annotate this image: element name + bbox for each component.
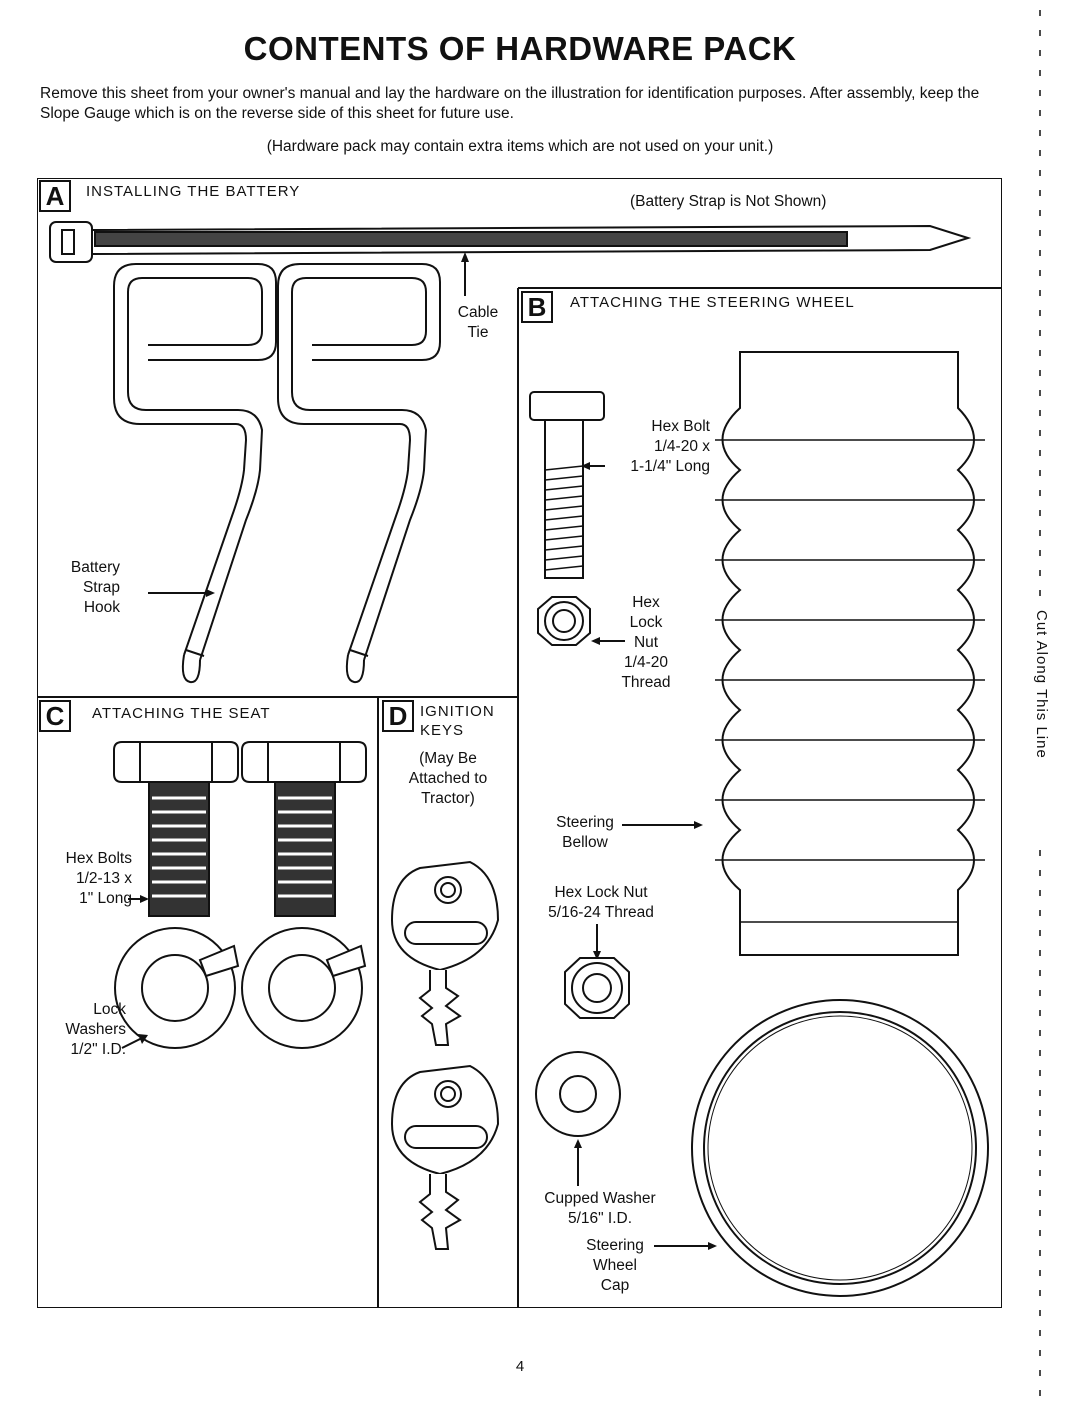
section-a-tag: A bbox=[39, 180, 71, 212]
bellow-label-line: Bellow bbox=[562, 834, 608, 851]
hardware-note: (Hardware pack may contain extra items w… bbox=[266, 138, 774, 155]
hex-bolt-seat-right bbox=[241, 741, 367, 917]
hook-label-line: Strap bbox=[82, 579, 120, 596]
hardware-frame bbox=[37, 178, 1002, 1308]
bolts-label-line: 1/2-13 x bbox=[75, 870, 132, 887]
section-b-tag: B bbox=[521, 291, 553, 323]
section-b-heading: ATTACHING THE STEERING WHEEL bbox=[570, 294, 855, 311]
keys-note-line: Attached to bbox=[408, 770, 488, 787]
bolts-label-line: Hex Bolts bbox=[65, 850, 132, 867]
cupped-washer bbox=[535, 1051, 621, 1137]
hex-bolt-label-line: 1/4-20 x bbox=[653, 438, 710, 455]
section-d-heading: IGNITION KEYS bbox=[420, 702, 495, 740]
hex-bolts-seat-label: Hex Bolts 1/2-13 x 1" Long bbox=[36, 849, 132, 909]
bellow-label-line: Steering bbox=[556, 814, 614, 831]
washer-label-line: 5/16" I.D. bbox=[567, 1210, 633, 1227]
lock-washer-right bbox=[241, 927, 367, 1049]
hex-bolt-seat-left bbox=[113, 741, 239, 917]
ignition-keys-note: (May Be Attached to Tractor) bbox=[384, 749, 512, 809]
hex-lock-nut-large-label: Hex Lock Nut 5/16-24 Thread bbox=[526, 883, 676, 923]
hex-bolt-small bbox=[529, 391, 605, 579]
lock-nut-label-line: Nut bbox=[633, 634, 659, 651]
hex-bolt-small-label: Hex Bolt 1/4-20 x 1-1/4" Long bbox=[594, 417, 710, 477]
hex-lock-nut-large bbox=[564, 957, 630, 1019]
ignition-key-bottom bbox=[390, 1064, 500, 1250]
hex-lock-nut-small-label: Hex Lock Nut 1/4-20 Thread bbox=[606, 593, 686, 693]
hex-bolt-label-line: 1-1/4" Long bbox=[630, 458, 710, 475]
lock-nut-label-line: 1/4-20 bbox=[624, 654, 668, 671]
steering-bellow bbox=[715, 351, 985, 956]
section-d-heading-line: IGNITION bbox=[420, 703, 495, 720]
keys-note-line: Tractor) bbox=[421, 790, 475, 807]
section-d-tag: D bbox=[382, 700, 414, 732]
steering-wheel-cap-label: Steering Wheel Cap bbox=[570, 1236, 660, 1296]
hex-bolt-label-line: Hex Bolt bbox=[651, 418, 710, 435]
cap-label-line: Cap bbox=[600, 1277, 630, 1294]
cap-label-line: Steering bbox=[586, 1237, 644, 1254]
lock-washers-label: Lock Washers 1/2" I.D. bbox=[36, 1000, 126, 1060]
cut-line-text: Cut Along This Line bbox=[1033, 610, 1050, 759]
cut-along-line-label: Cut Along This Line bbox=[1026, 610, 1056, 850]
hex-lock-nut-small bbox=[537, 596, 591, 646]
page-title: CONTENTS OF HARDWARE PACK bbox=[243, 30, 797, 67]
lock-washer-left bbox=[114, 927, 240, 1049]
battery-strap-hook-left bbox=[113, 263, 277, 684]
ignition-key-top bbox=[390, 860, 500, 1046]
cupped-washer-label: Cupped Washer 5/16" I.D. bbox=[520, 1189, 680, 1229]
nut2-label-line: Hex Lock Nut bbox=[554, 884, 648, 901]
battery-strap-note: (Battery Strap is Not Shown) bbox=[630, 193, 827, 210]
steering-bellow-label: Steering Bellow bbox=[540, 813, 630, 853]
cable-tie-label-line: Tie bbox=[467, 324, 489, 341]
hook-label-line: Battery bbox=[70, 559, 120, 576]
section-c-heading: ATTACHING THE SEAT bbox=[92, 705, 271, 722]
hook-label-line: Hook bbox=[83, 599, 120, 616]
steering-wheel-cap bbox=[691, 999, 989, 1297]
section-a-heading: INSTALLING THE BATTERY bbox=[86, 183, 301, 200]
bolts-label-line: 1" Long bbox=[79, 890, 132, 907]
washers-label-line: Washers bbox=[65, 1021, 126, 1038]
washer-label-line: Cupped Washer bbox=[544, 1190, 656, 1207]
page-number: 4 bbox=[515, 1358, 525, 1375]
lock-nut-label-line: Lock bbox=[629, 614, 663, 631]
cap-label-line: Wheel bbox=[593, 1257, 637, 1274]
cable-tie-label: Cable Tie bbox=[448, 303, 508, 343]
section-c-tag: C bbox=[39, 700, 71, 732]
washers-label-line: Lock bbox=[93, 1001, 126, 1018]
lock-nut-label-line: Thread bbox=[621, 674, 671, 691]
washers-label-line: 1/2" I.D. bbox=[70, 1041, 126, 1058]
battery-strap-hook-label: Battery Strap Hook bbox=[40, 558, 120, 618]
intro-text: Remove this sheet from your owner's manu… bbox=[40, 85, 980, 122]
lock-nut-label-line: Hex bbox=[632, 594, 660, 611]
nut2-label-line: 5/16-24 Thread bbox=[548, 904, 654, 921]
section-d-heading-line: KEYS bbox=[420, 722, 465, 739]
cable-tie bbox=[49, 221, 972, 263]
keys-note-line: (May Be bbox=[419, 750, 477, 767]
battery-strap-hook-right bbox=[277, 263, 441, 684]
cable-tie-label-line: Cable bbox=[457, 304, 499, 321]
